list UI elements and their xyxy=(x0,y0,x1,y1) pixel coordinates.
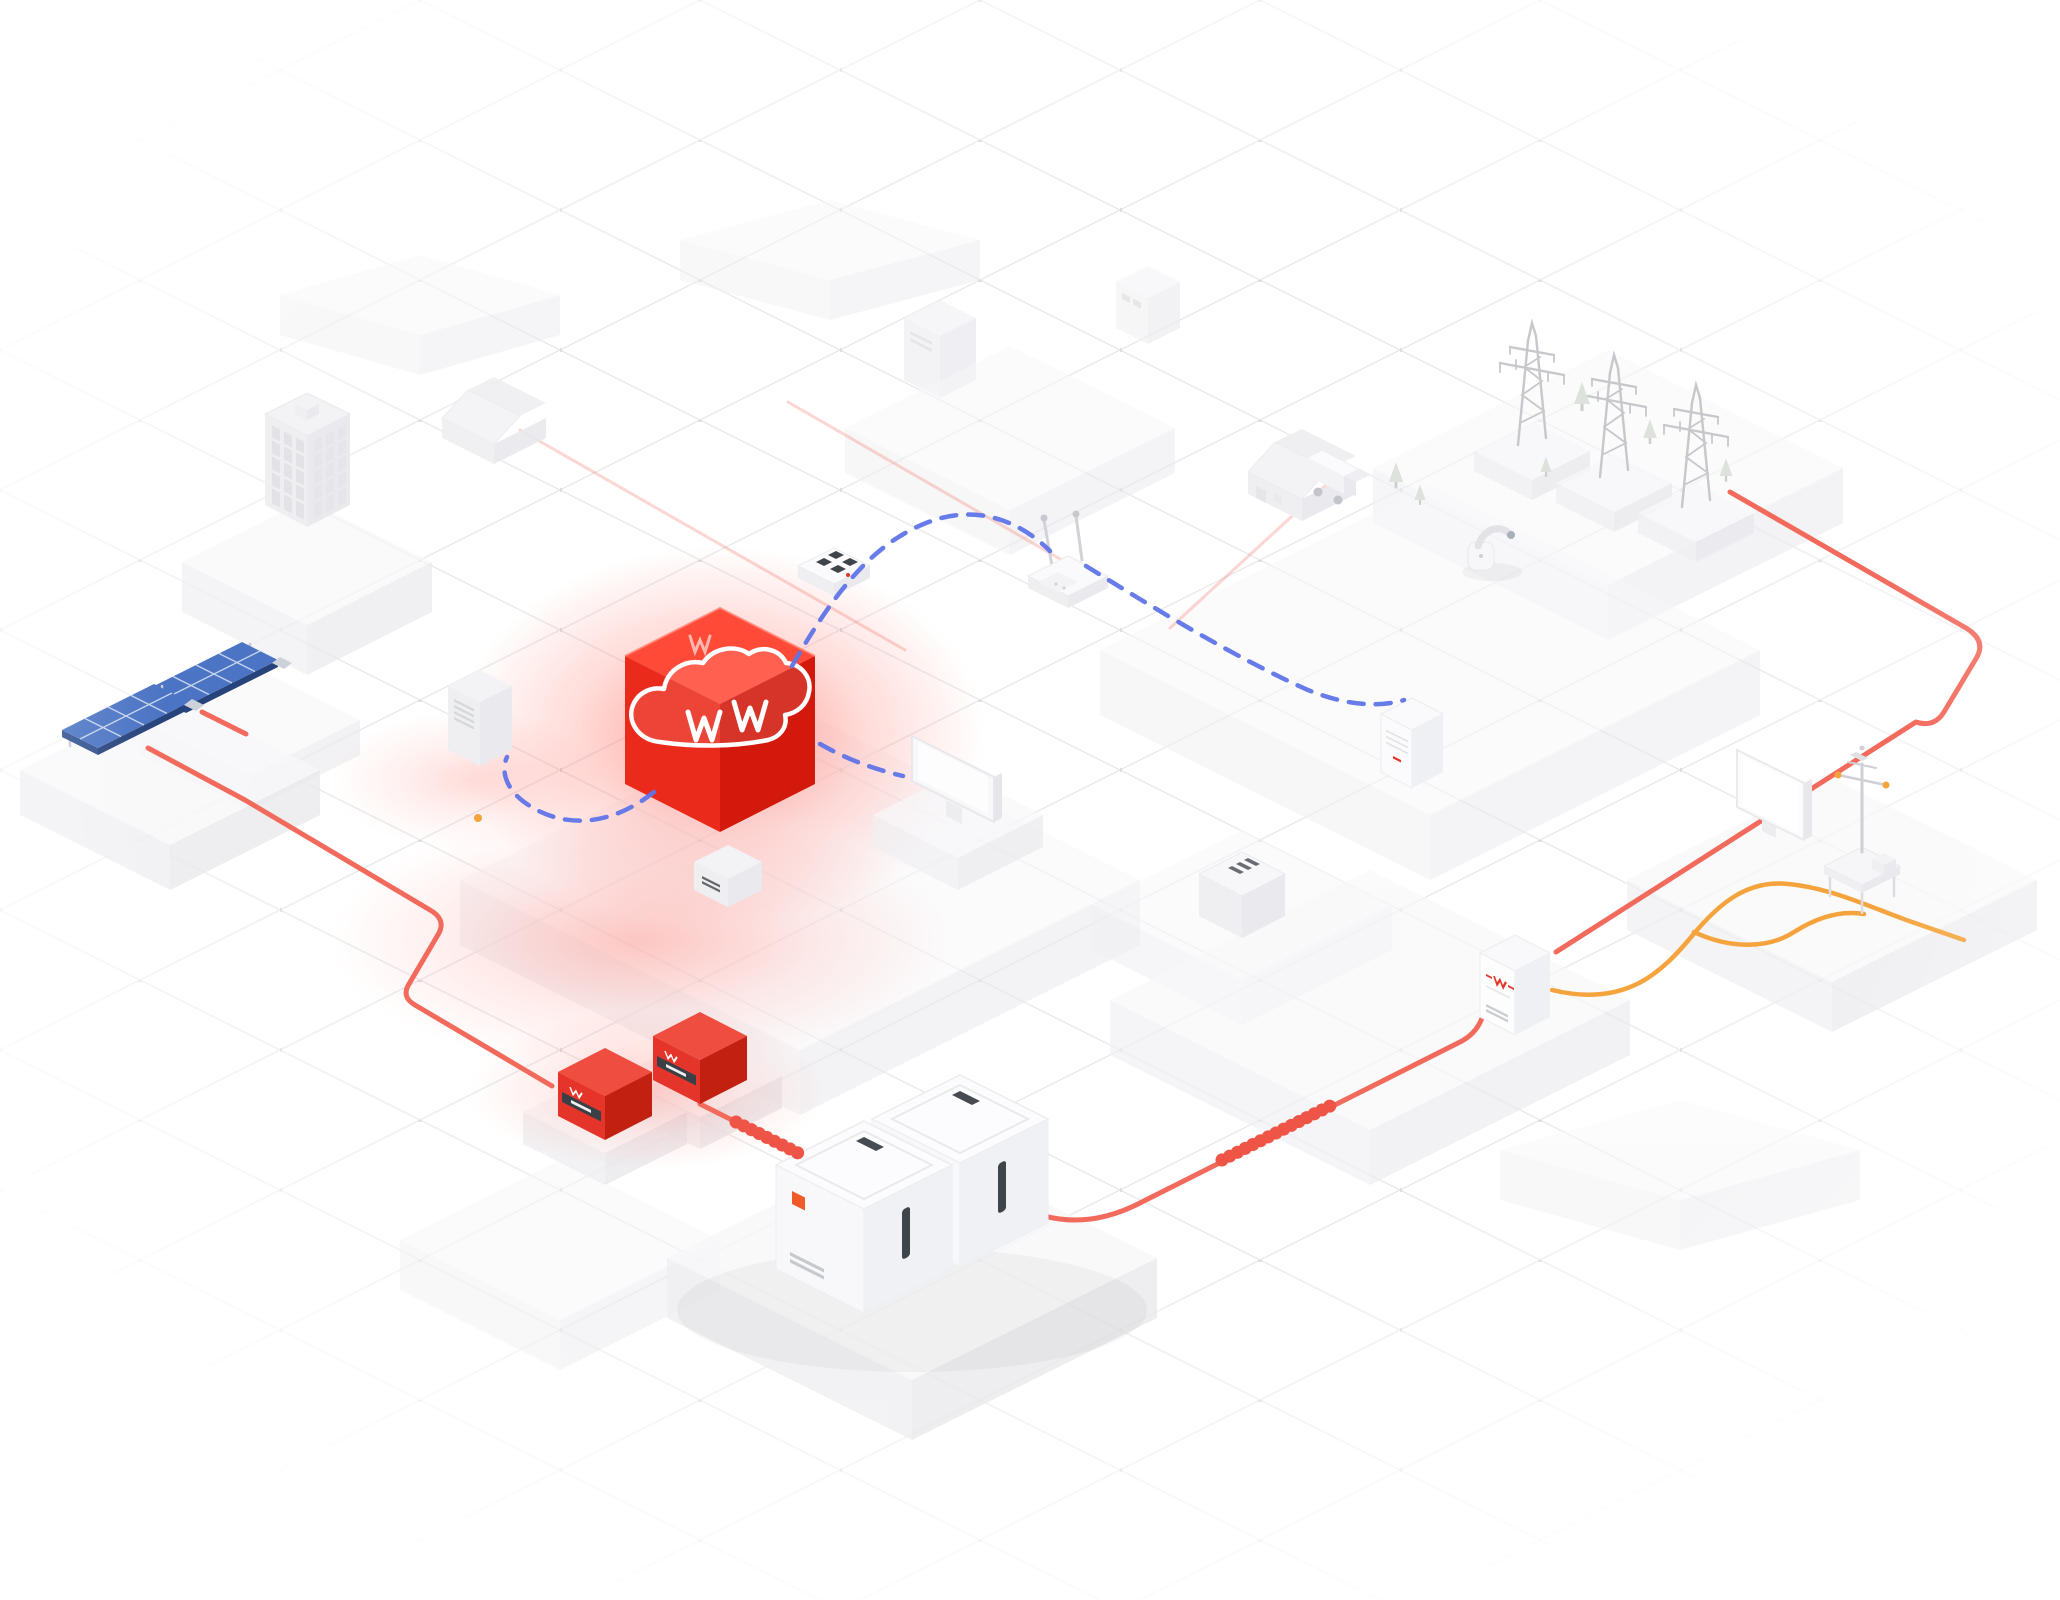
illustration-stage xyxy=(0,0,2060,1600)
energy-network-illustration xyxy=(0,0,2060,1600)
edge-fade xyxy=(0,0,2060,1600)
